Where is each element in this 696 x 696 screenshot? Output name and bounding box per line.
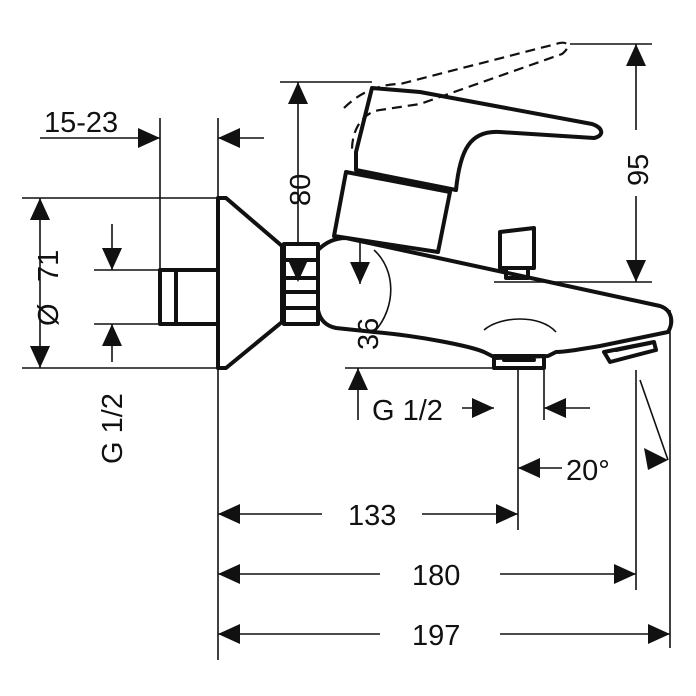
cartridge-housing — [332, 170, 452, 254]
wall-rosette — [216, 196, 284, 370]
dim-dia-71: Ø 71 — [30, 198, 65, 368]
dim-197: 197 — [218, 620, 670, 652]
dim-180: 180 — [218, 560, 636, 592]
dim-36: 36 — [350, 240, 392, 350]
label-36: 36 — [353, 318, 385, 350]
faucet-outline — [158, 41, 674, 370]
lever-handle-raised — [343, 41, 569, 151]
dim-133: 133 — [218, 500, 518, 532]
label-133: 133 — [348, 500, 396, 532]
diverter-knob — [498, 226, 536, 280]
dim-g12-bottom: G 1/2 — [348, 368, 590, 427]
body-underside-curve — [483, 318, 557, 333]
dim-g12-left: G 1/2 — [97, 224, 129, 464]
label-80: 80 — [285, 174, 317, 206]
dim-15-23: 15-23 — [40, 107, 264, 148]
lever-handle — [354, 86, 604, 192]
label-197: 197 — [412, 620, 460, 652]
union-nut — [282, 242, 320, 326]
label-dia-symbol: Ø — [33, 303, 65, 326]
extension-lines — [22, 43, 671, 660]
label-95: 95 — [623, 154, 655, 186]
wall-nipple — [158, 268, 220, 326]
aerator — [602, 340, 658, 364]
label-15-23: 15-23 — [44, 107, 118, 139]
label-180: 180 — [412, 560, 460, 592]
bottom-outlet — [492, 354, 546, 370]
label-g12-bottom: G 1/2 — [372, 395, 443, 427]
dim-95: 95 — [623, 44, 655, 282]
label-g12-left: G 1/2 — [97, 393, 129, 464]
dim-80: 80 — [285, 82, 317, 282]
label-20-deg: 20° — [566, 455, 610, 487]
dim-20-deg: 20° — [518, 448, 668, 487]
label-71: 71 — [33, 250, 65, 282]
